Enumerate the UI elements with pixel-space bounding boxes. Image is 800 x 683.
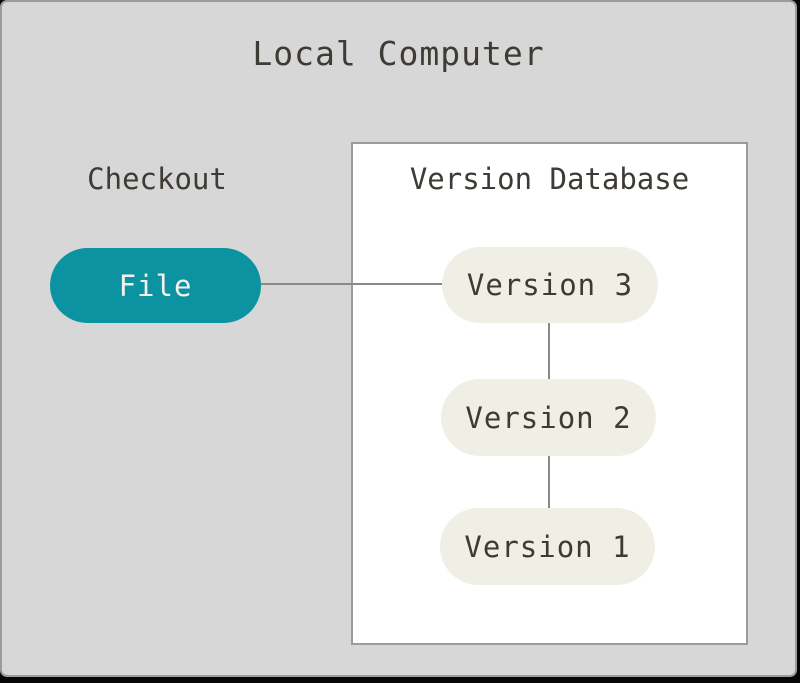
connector-file-to-version3: [260, 283, 444, 285]
version-node-1: Version 1: [440, 508, 655, 585]
version-node-3: Version 3: [442, 247, 658, 323]
file-node: File: [50, 248, 261, 323]
connector-version2-to-version1: [548, 455, 550, 509]
version-node-2: Version 2: [441, 379, 656, 456]
checkout-label: Checkout: [87, 162, 227, 196]
diagram-title: Local Computer: [252, 34, 545, 73]
connector-version3-to-version2: [548, 322, 550, 380]
version-database-label: Version Database: [409, 162, 690, 196]
